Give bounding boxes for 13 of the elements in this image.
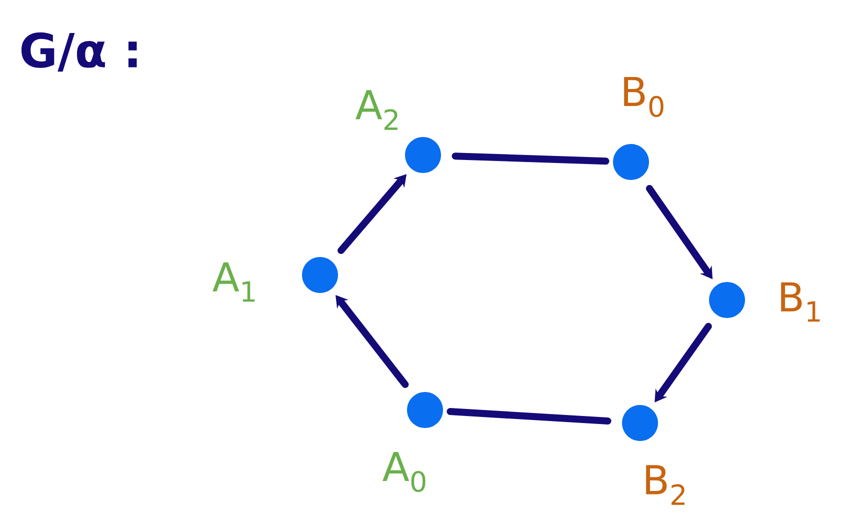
dot — [407, 392, 443, 428]
node-label: B$_{2}$ — [646, 465, 684, 505]
dot — [613, 144, 649, 180]
dot — [302, 257, 338, 293]
node-label: A$_{1}$ — [212, 262, 255, 302]
title: G/α : — [21, 32, 137, 72]
node-label: A$_{0}$ — [382, 452, 426, 492]
node-label: B$_{0}$ — [624, 76, 664, 118]
dot — [405, 137, 441, 173]
dot — [709, 282, 745, 318]
node-label: B$_{1}$ — [781, 282, 820, 322]
node-label: A$_{2}$ — [356, 90, 398, 130]
dot — [622, 405, 658, 441]
